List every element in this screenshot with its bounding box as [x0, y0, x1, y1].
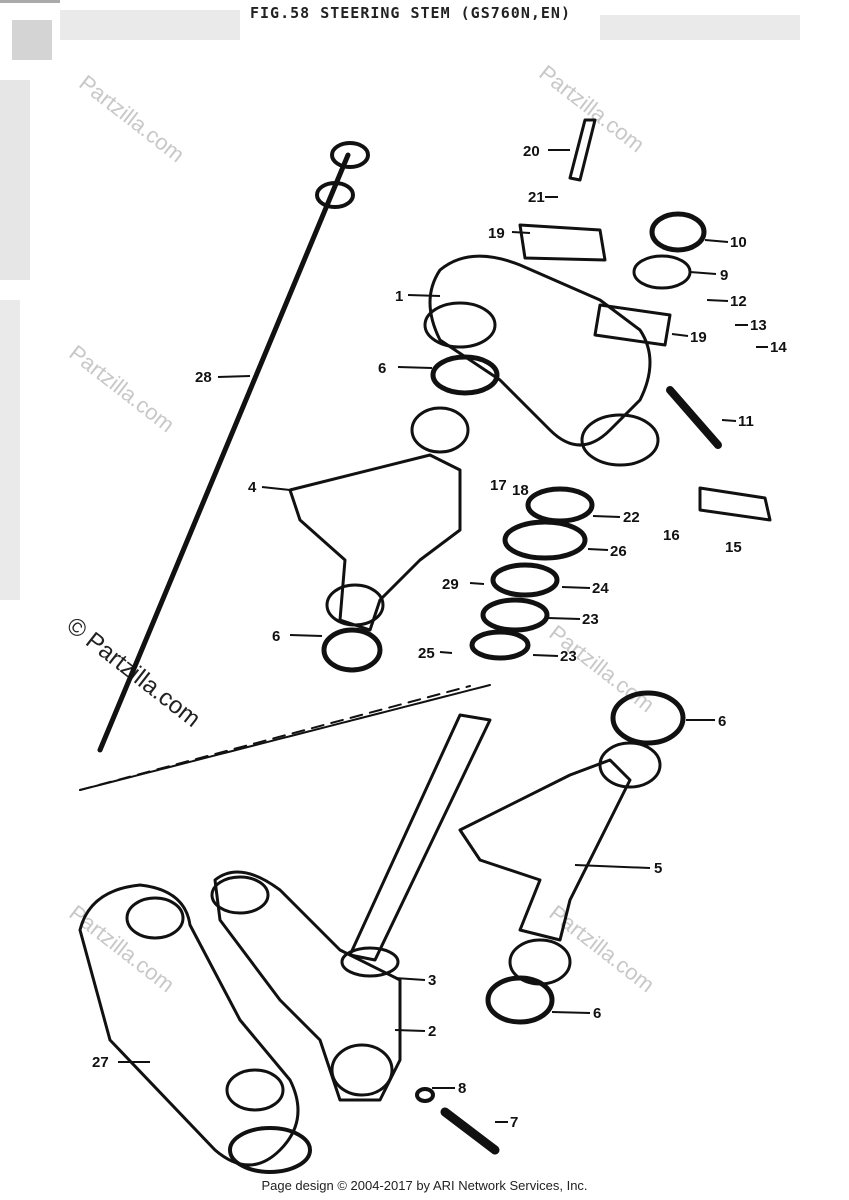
callout-27: 27 [92, 1054, 109, 1071]
callout-16: 18 [512, 482, 529, 499]
callout-26: 26 [610, 543, 627, 560]
callout-9: 11 [738, 413, 754, 430]
callout-8: 10 [730, 234, 747, 251]
callout-22: 22 [623, 509, 640, 526]
callout-6b: 6 [272, 628, 280, 645]
bracket-5 [458, 758, 632, 942]
callout-19b: 19 [690, 329, 707, 346]
callout-17: 7 [510, 1114, 518, 1131]
callout-25: 25 [418, 645, 435, 662]
callout-15: 17 [490, 477, 507, 494]
callout-20: 20 [523, 143, 540, 160]
page-title: FIG.58 STEERING STEM (GS760N,EN) [250, 4, 571, 22]
callout-5: 5 [654, 860, 662, 877]
cable-28 [97, 152, 351, 753]
callout-6c: 6 [718, 713, 726, 730]
steering-stem-3 [348, 713, 492, 962]
callout-14: 16 [663, 527, 680, 544]
callout-6d: 6 [593, 1005, 601, 1022]
callout-10: 12 [730, 293, 747, 310]
callout-29: 29 [442, 576, 459, 593]
callout-18: 8 [458, 1080, 466, 1097]
lower-bracket-2 [213, 870, 402, 1102]
callout-12: 14 [770, 339, 787, 356]
cover-27 [78, 883, 300, 1167]
callout-21: 21 [528, 189, 545, 206]
callout-2: 2 [428, 1023, 436, 1040]
page-footer: Page design © 2004-2017 by ARI Network S… [261, 1178, 588, 1193]
callout-3: 3 [428, 972, 436, 989]
bracket-4 [288, 453, 462, 632]
clamp-19a [518, 223, 607, 262]
callout-24: 24 [592, 580, 609, 597]
callout-13: 15 [725, 539, 742, 556]
callout-19: 19 [488, 225, 505, 242]
callout-23b: 23 [560, 648, 577, 665]
upper-bracket-1 [428, 254, 652, 447]
callout-4: 4 [248, 479, 257, 496]
callout-11: 13 [750, 317, 767, 334]
callout-28: 28 [195, 369, 212, 386]
callout-7: 9 [720, 267, 728, 284]
callout-6a: 6 [378, 360, 386, 377]
callout-1: 1 [395, 288, 403, 305]
callout-23a: 23 [582, 611, 599, 628]
clamp-19b [593, 303, 672, 347]
